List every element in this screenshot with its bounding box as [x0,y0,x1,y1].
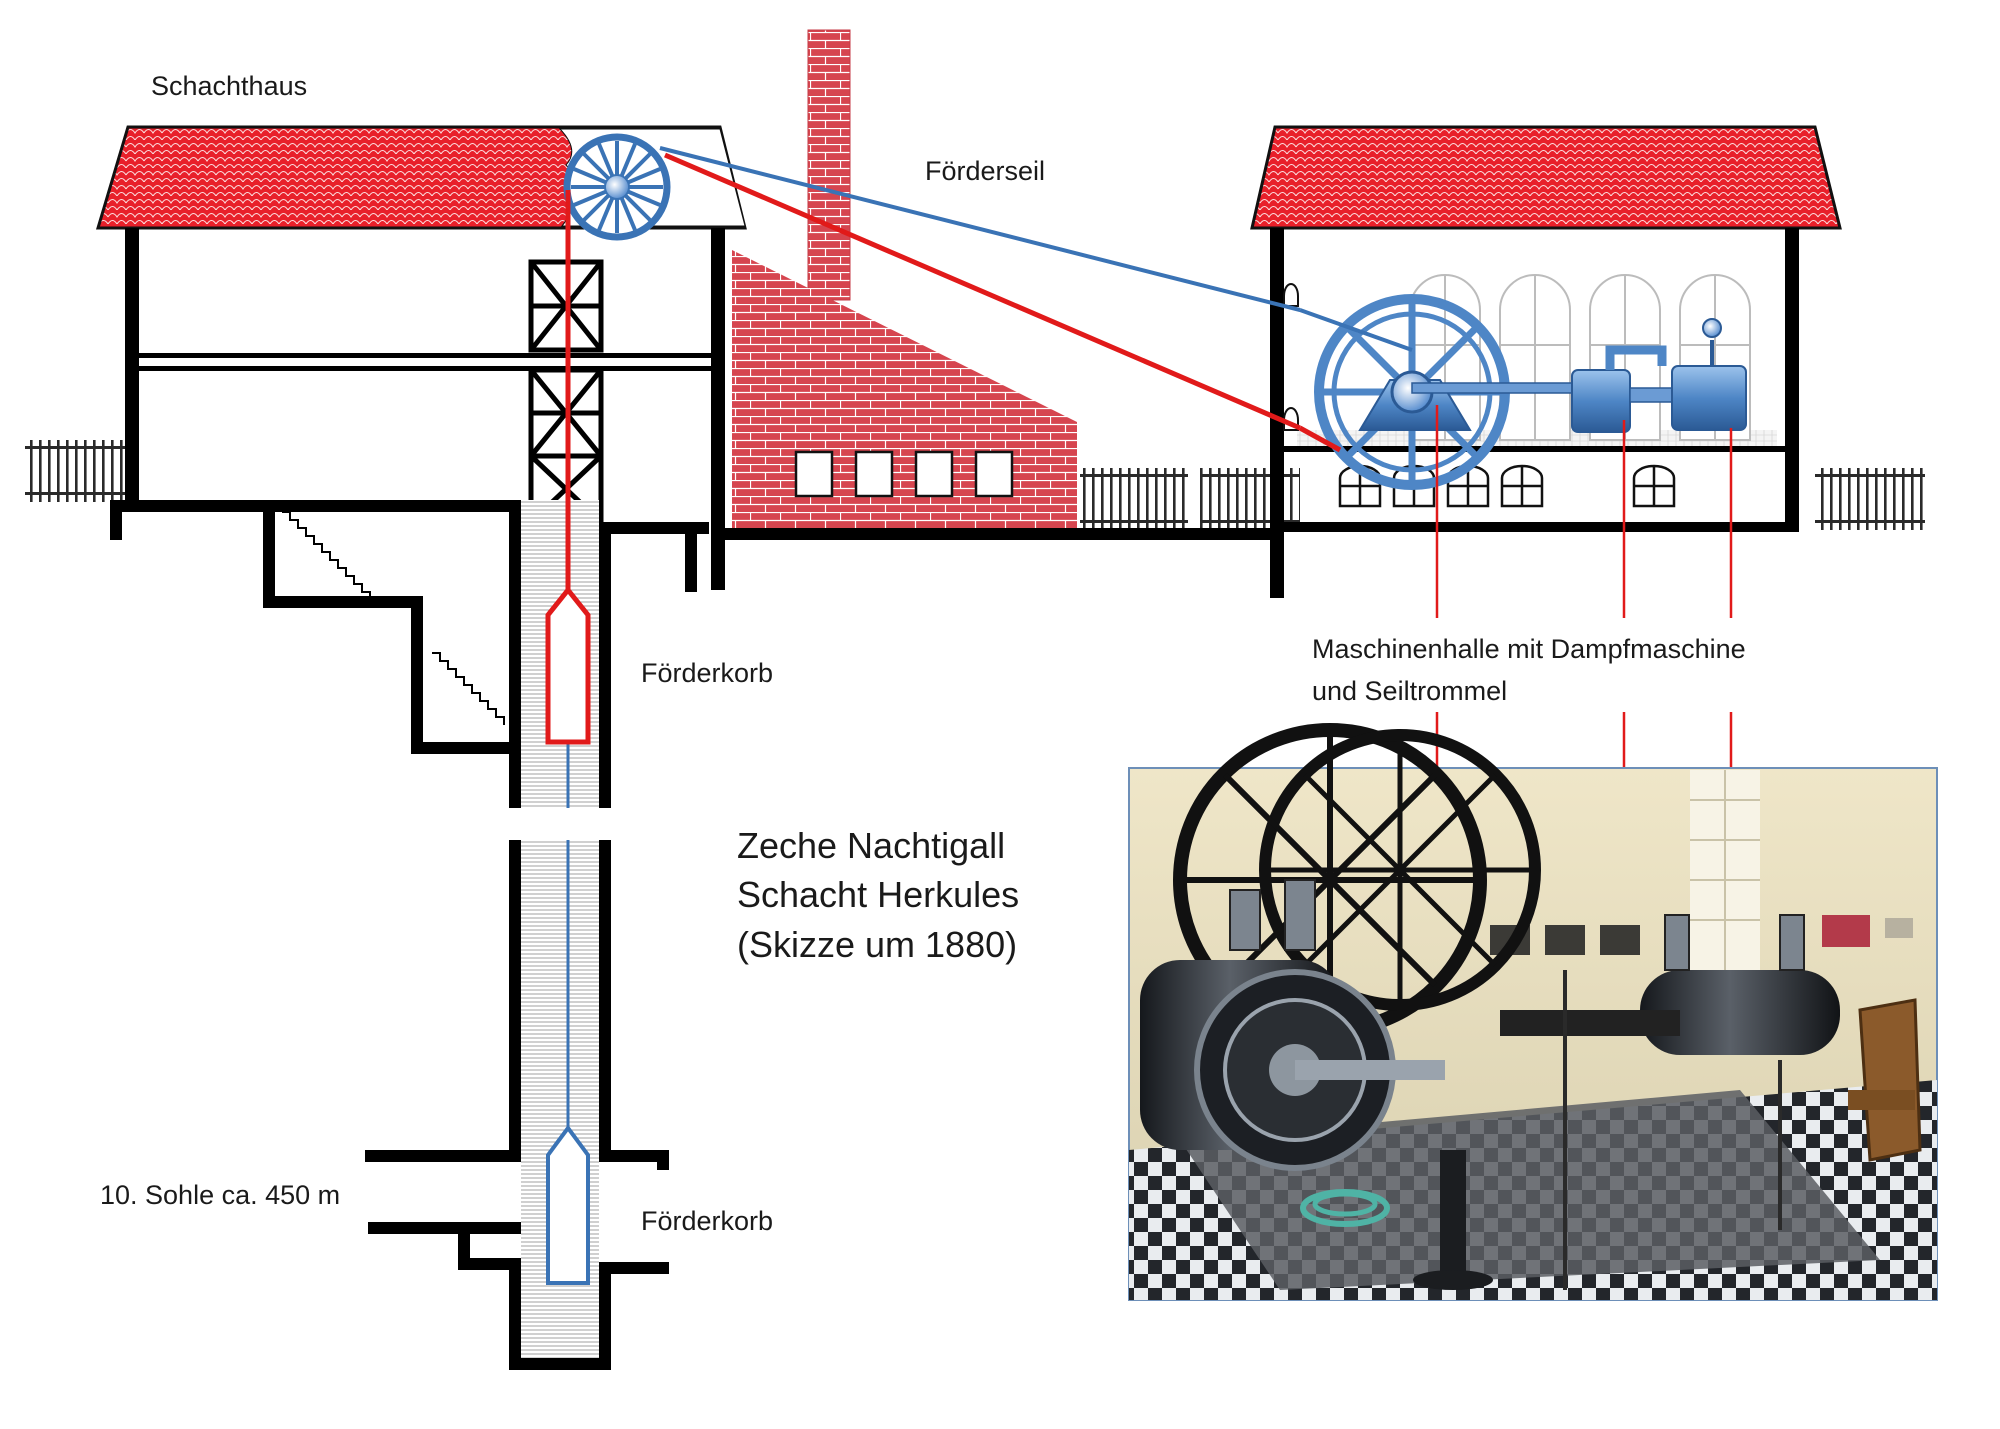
fence-left [25,440,130,502]
fence-right [1815,468,1925,530]
label-shaft-house: Schachthaus [151,71,307,101]
ground-structure [110,500,1271,1370]
cage-upper [545,585,591,745]
label-cage-upper: Förderkorb [641,658,773,688]
fence-middle [1080,468,1300,530]
steam-hoisting-engine-photo [1128,723,1938,1301]
title-line1: Zeche Nachtigall [737,825,1005,866]
label-machine-hall-line1: Maschinenhalle mit Dampfmaschine [1312,634,1746,664]
boiler-house [732,250,1077,532]
label-hoist-rope: Förderseil [925,156,1045,186]
label-cage-lower: Förderkorb [641,1206,773,1236]
steam-engine-sketch [1314,294,1747,490]
machine-hall-roof [1250,125,1842,230]
sheave-wheel [563,133,671,241]
chimney [807,29,851,301]
label-machine-hall-line2: und Seiltrommel [1312,676,1507,706]
title-line2: Schacht Herkules [737,874,1019,915]
hoist-ropes [565,146,1413,1128]
label-level: 10. Sohle ca. 450 m [100,1180,340,1210]
title-line3: (Skizze um 1880) [737,924,1017,965]
cage-lower [546,1124,590,1285]
boiler-house-windows [794,450,1014,498]
